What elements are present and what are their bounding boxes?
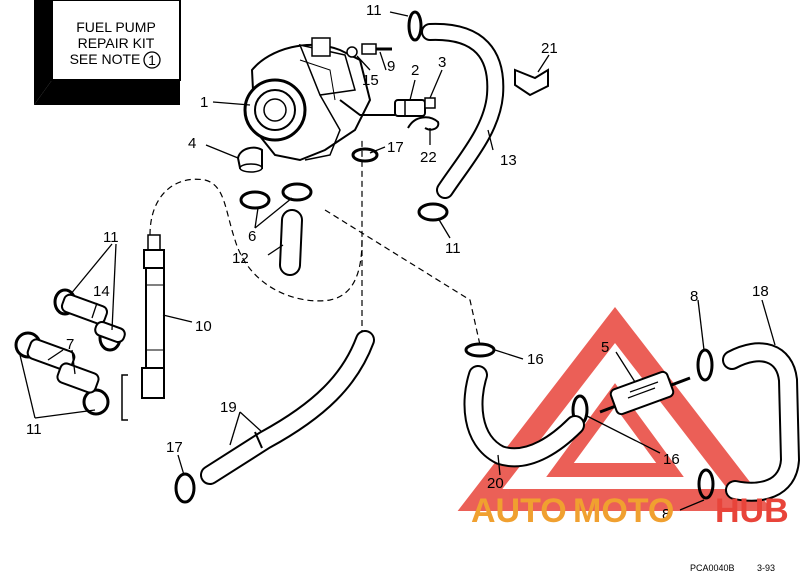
callout-18: 18 <box>752 283 769 300</box>
fuel-fitting <box>394 97 436 117</box>
drawing-code: PCA0040B <box>690 563 735 573</box>
fuel-filter <box>599 370 691 416</box>
hose-18 <box>724 344 799 500</box>
note-number: 1 <box>148 52 156 68</box>
callout-11-bottom: 11 <box>26 421 42 438</box>
note-line-3: SEE NOTE <box>70 51 141 67</box>
watermark-auto: AUTO <box>471 492 567 530</box>
clip <box>407 116 440 131</box>
callout-11-middle: 11 <box>445 240 461 257</box>
callout-13: 13 <box>500 152 517 169</box>
callout-17-top: 17 <box>387 139 404 156</box>
callout-14: 14 <box>93 283 110 300</box>
bracket <box>121 374 128 421</box>
callout-12: 12 <box>232 250 249 267</box>
watermark-hub: HUB <box>715 492 789 530</box>
callout-7: 7 <box>66 336 74 353</box>
watermark-logo <box>457 306 773 511</box>
callout-15: 15 <box>362 72 379 89</box>
note-line-1: FUEL PUMP <box>76 19 156 35</box>
callout-6: 6 <box>248 228 256 245</box>
callout-22: 22 <box>420 149 437 166</box>
callout-2: 2 <box>411 62 419 79</box>
watermark-moto: MOTO <box>573 492 674 530</box>
callout-21: 21 <box>541 40 558 57</box>
fuel-line-10 <box>141 234 165 399</box>
note-line-2: REPAIR KIT <box>78 35 155 51</box>
elbow-fitting <box>236 146 263 173</box>
fuel-pump <box>243 37 395 162</box>
callout-17-bottom: 17 <box>166 439 183 456</box>
washer <box>346 46 358 58</box>
fitting-21 <box>514 68 549 97</box>
watermark-text: AUTO MOTO HUB <box>471 492 789 530</box>
drawing-date: 3-93 <box>757 563 775 573</box>
callout-9: 9 <box>387 58 395 75</box>
callout-4: 4 <box>188 135 196 152</box>
callout-11-top: 11 <box>366 2 382 19</box>
callout-1: 1 <box>200 94 208 111</box>
hose-19-cut <box>254 431 263 449</box>
callout-11-left: 11 <box>103 229 119 246</box>
hose-19 <box>202 332 373 483</box>
hose-13 <box>423 24 503 197</box>
connectors-7 <box>26 338 100 394</box>
routing-lines <box>149 140 481 346</box>
callout-3: 3 <box>438 54 446 71</box>
hose-20 <box>465 367 583 466</box>
callout-16-bottom: 16 <box>663 451 680 468</box>
bolt <box>361 43 392 55</box>
leader-lines <box>19 11 776 511</box>
callout-16-top: 16 <box>527 351 544 368</box>
callout-10: 10 <box>195 318 212 335</box>
callout-20: 20 <box>487 475 504 492</box>
callout-8-bottom: 8 <box>662 506 670 523</box>
callout-19: 19 <box>220 399 237 416</box>
callout-numbers: 1 2 3 4 5 6 7 8 8 9 10 11 11 11 11 12 13… <box>26 2 769 523</box>
hose-12 <box>281 211 301 274</box>
callout-5: 5 <box>601 339 609 356</box>
fuel-pump-repair-kit-note: FUEL PUMP REPAIR KIT SEE NOTE 1 <box>34 0 181 105</box>
callout-8-top: 8 <box>690 288 698 305</box>
